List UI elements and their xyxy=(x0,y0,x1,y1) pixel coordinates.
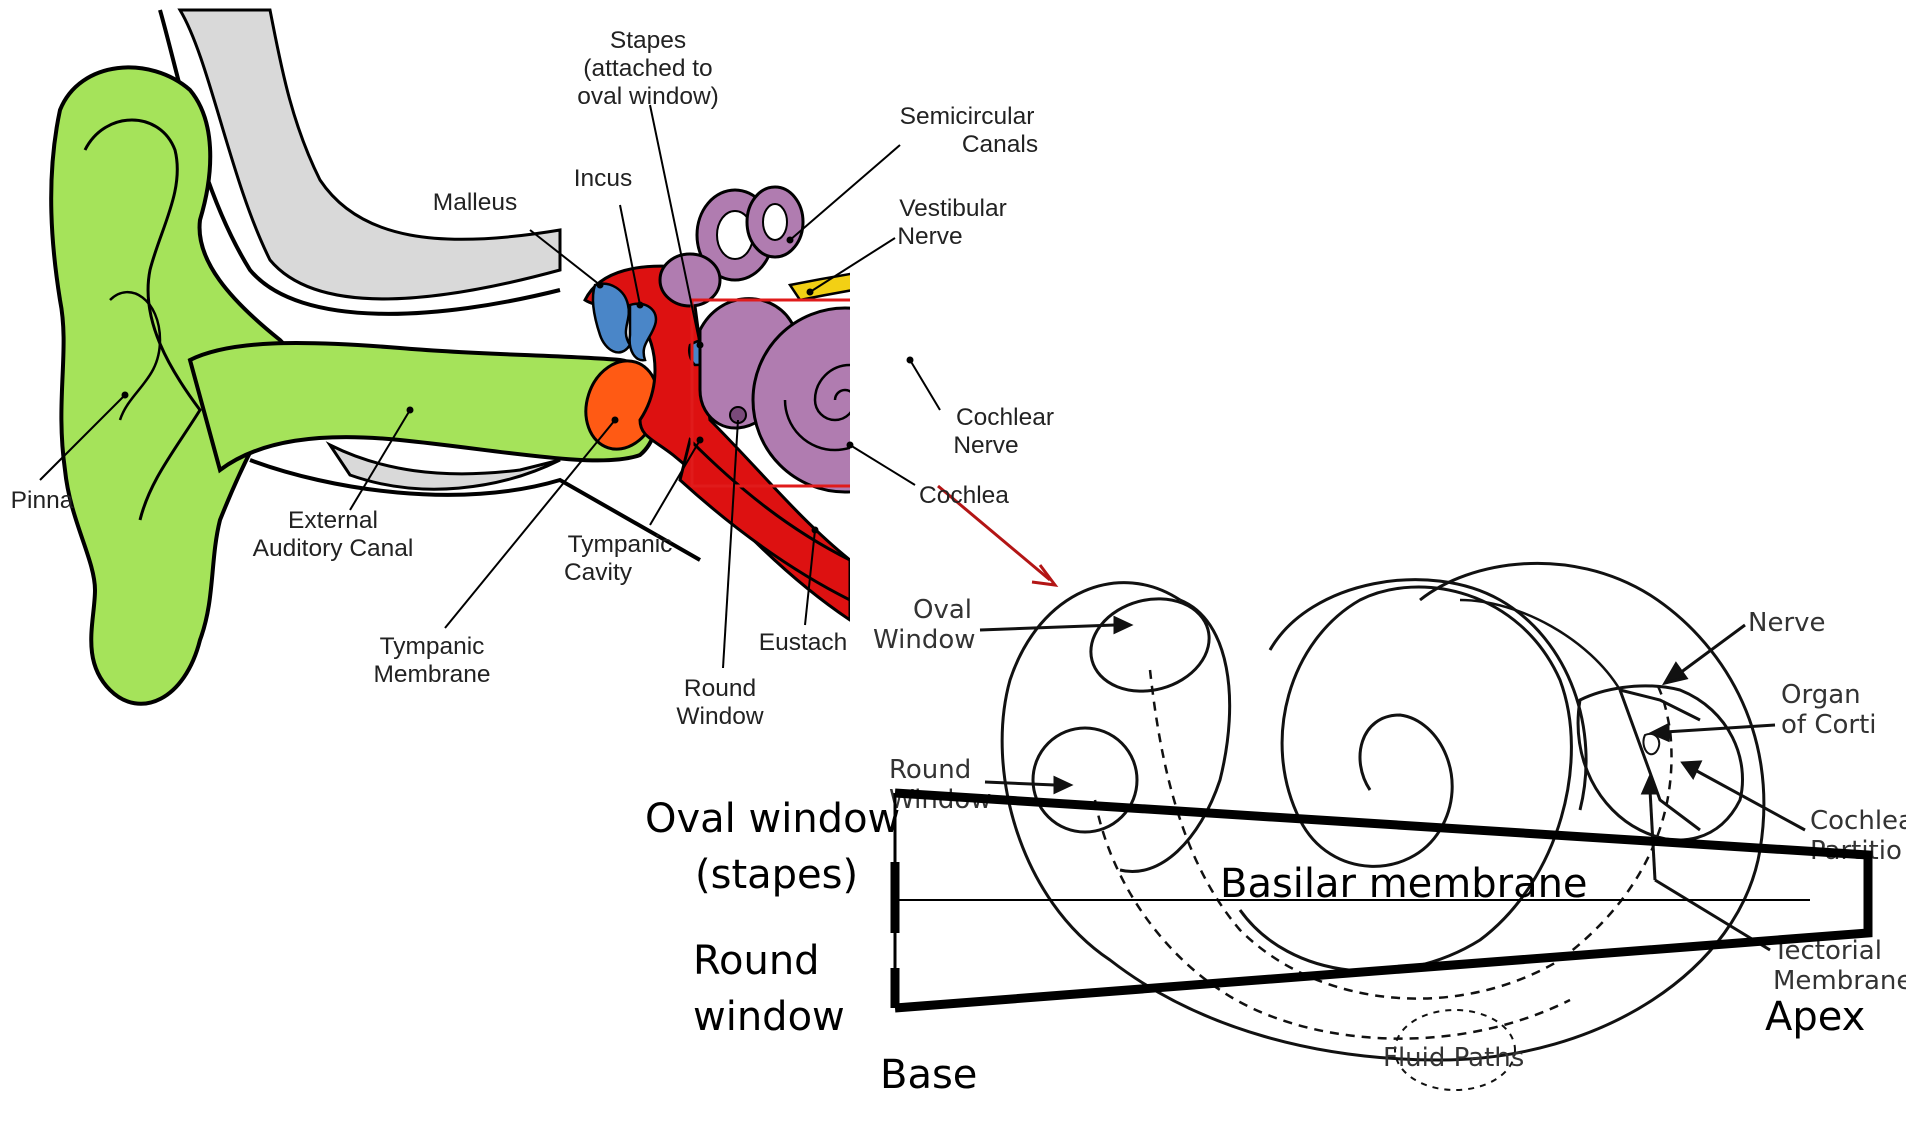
label-tympanic-cavity-2: Cavity xyxy=(564,559,633,586)
label-round-window-u-1: Round xyxy=(693,938,820,984)
label-external-2: Auditory Canal xyxy=(253,535,414,562)
spiral-outer xyxy=(1240,587,1571,971)
label-oval-window-stapes-2: (stapes) xyxy=(695,852,858,898)
cochlea-shape xyxy=(753,308,937,492)
label-cochlea: Cochlea xyxy=(919,482,1009,509)
outer-shell xyxy=(1002,563,1764,1060)
label-vestibular-1: Vestibular xyxy=(899,195,1007,222)
label-organ-2: of Corti xyxy=(1781,710,1877,740)
label-round-window-1: Round xyxy=(684,675,756,702)
ear-anatomy xyxy=(51,10,1040,704)
label-malleus: Malleus xyxy=(433,189,517,216)
cochlear-nerve-shape xyxy=(880,328,1040,380)
label-external-1: External xyxy=(288,507,378,534)
label-vestibular-2: Nerve xyxy=(897,223,962,250)
spiral-fill-area xyxy=(1270,580,1586,810)
label-round-1: Round xyxy=(889,755,971,785)
label-nerve: Nerve xyxy=(1748,608,1826,638)
round-window-shape xyxy=(1033,728,1137,832)
label-basilar-membrane: Basilar membrane xyxy=(1220,861,1588,907)
label-cochlear-nerve-1: Cochlear xyxy=(956,404,1054,431)
partition-outline xyxy=(1578,686,1742,840)
label-semicircular-1: Semicircular xyxy=(900,103,1035,130)
partition-inner xyxy=(1620,690,1700,830)
label-semicircular-2: Canals xyxy=(962,131,1038,158)
label-round-window-2: Window xyxy=(676,703,763,730)
label-oval-2: Window xyxy=(873,625,976,655)
label-partition-1: Cochlea xyxy=(1810,806,1906,836)
label-stapes-2: (attached to xyxy=(583,55,712,82)
label-round-window-u-2: window xyxy=(693,994,845,1040)
label-oval-window-stapes-1: Oval window xyxy=(645,796,900,842)
label-stapes-3: oval window) xyxy=(577,83,719,110)
malleus-shape xyxy=(593,284,630,353)
label-incus: Incus xyxy=(574,165,633,192)
label-tectorial-2: Membrane xyxy=(1773,966,1906,996)
label-base: Base xyxy=(880,1052,977,1098)
label-organ-1: Organ xyxy=(1781,680,1861,710)
vestibular-nerve-shape xyxy=(790,258,972,300)
label-cochlear-nerve-2: Nerve xyxy=(953,432,1018,459)
label-pinna: Pinna xyxy=(11,487,74,514)
label-oval-1: Oval xyxy=(913,595,972,625)
label-stapes-1: Stapes xyxy=(610,27,686,54)
label-tympanic-membrane-1: Tympanic xyxy=(380,633,485,660)
label-fluid: Fluid Paths xyxy=(1383,1043,1524,1073)
label-tympanic-membrane-2: Membrane xyxy=(373,661,490,688)
organ-of-corti xyxy=(1643,734,1659,754)
label-apex: Apex xyxy=(1765,994,1865,1040)
label-tympanic-cavity-1: Tympanic xyxy=(568,531,673,558)
oval-window-shape xyxy=(1080,586,1219,704)
temporal-bone xyxy=(180,10,560,299)
oval-window-region xyxy=(1120,600,1230,872)
label-eustach: Eustach xyxy=(759,629,848,656)
